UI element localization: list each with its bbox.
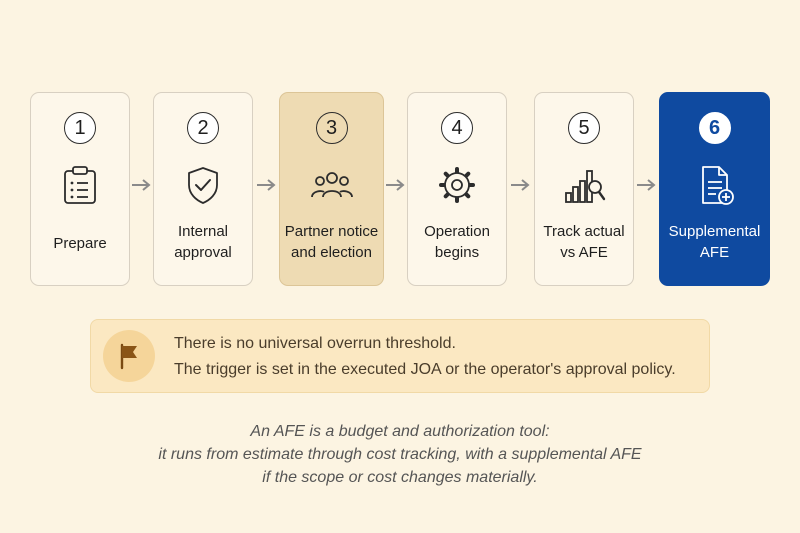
step-supplemental-afe: 6 Supplemental AFE <box>659 92 770 286</box>
caption-line-1: An AFE is a budget and authorization too… <box>250 423 550 440</box>
caption-line-3: if the scope or cost changes materially. <box>262 469 538 486</box>
arrow-right-icon <box>257 179 276 191</box>
step-operation-begins: 4 Operation begins <box>407 92 507 286</box>
step-label-line: approval <box>174 244 232 261</box>
step-label-line: Operation <box>424 223 490 240</box>
step-label: Track actual vs AFE <box>535 221 633 263</box>
step-label-line: AFE <box>699 244 730 261</box>
arrow-right-icon <box>132 179 151 191</box>
step-number: 3 <box>315 112 348 144</box>
note-line-1: There is no universal overrun threshold. <box>174 335 456 352</box>
step-number: 6 <box>698 112 731 144</box>
step-label: Operation begins <box>408 221 506 263</box>
gear-icon <box>439 167 475 203</box>
step-label: Supplemental AFE <box>660 221 769 263</box>
arrow-right-icon <box>511 179 530 191</box>
process-flow: 1 Prepare 2 Internal approval 3 <box>30 92 770 286</box>
step-label-line: Track actual <box>543 223 625 240</box>
clipboard-icon <box>64 166 96 204</box>
threshold-note: There is no universal overrun threshold.… <box>90 319 710 393</box>
step-label-line: Supplemental <box>668 223 761 240</box>
arrow-right-icon <box>637 179 656 191</box>
note-line-2: The trigger is set in the executed JOA o… <box>174 361 676 378</box>
people-icon <box>310 172 353 198</box>
arrow-right-icon <box>386 179 405 191</box>
step-label: Prepare <box>31 233 129 254</box>
step-label-line: Prepare <box>53 235 107 252</box>
caption-line-2: it runs from estimate through cost track… <box>158 446 642 463</box>
document-plus-icon <box>701 166 734 205</box>
flag-icon <box>103 330 155 382</box>
chart-magnifier-icon <box>565 170 606 203</box>
step-label-line: begins <box>434 244 480 261</box>
step-label-line: Partner notice <box>284 223 379 240</box>
step-label-line: vs AFE <box>560 244 608 261</box>
step-internal-approval: 2 Internal approval <box>153 92 253 286</box>
step-number: 5 <box>568 112 600 144</box>
step-number: 1 <box>64 112 96 144</box>
caption: An AFE is a budget and authorization too… <box>0 420 800 489</box>
step-label: Partner notice and election <box>280 221 383 263</box>
step-label-line: Internal <box>177 223 229 240</box>
step-prepare: 1 Prepare <box>30 92 130 286</box>
step-label-line: and election <box>291 244 372 261</box>
step-track-actual: 5 Track actual vs AFE <box>534 92 634 286</box>
step-partner-notice: 3 Partner notice and election <box>279 92 384 286</box>
step-label: Internal approval <box>154 221 252 263</box>
step-number: 2 <box>187 112 219 144</box>
shield-check-icon <box>188 167 218 204</box>
step-number: 4 <box>441 112 473 144</box>
